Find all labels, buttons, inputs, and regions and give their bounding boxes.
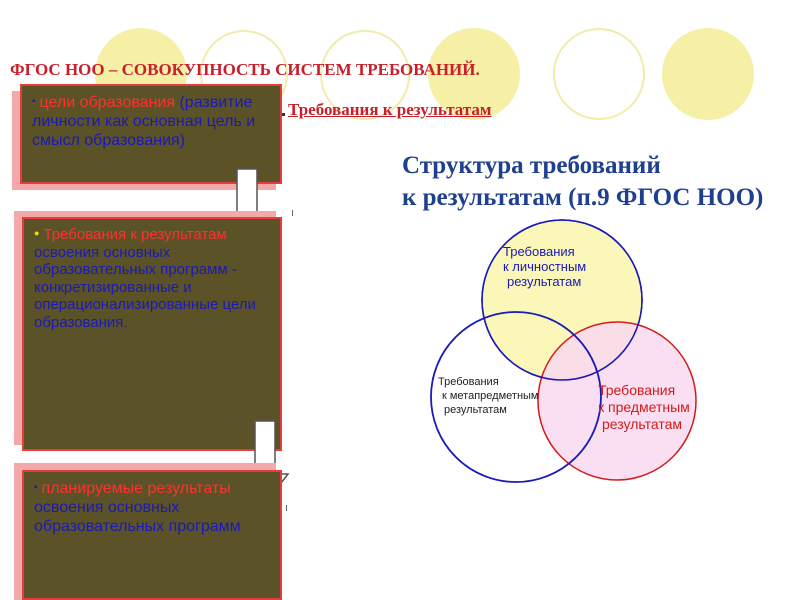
venn-diagram: [430, 219, 697, 483]
venn-label-personal-line3: результатам: [507, 274, 582, 289]
venn-label-subject-line2: к предметным: [598, 399, 690, 415]
venn-label-personal-line1: Требования: [503, 244, 575, 259]
edge-tick-2: [286, 505, 287, 511]
goals-box-text: (развитие личности как основная цель и с…: [32, 94, 256, 149]
structure-title-line1: Структура требований: [402, 152, 661, 179]
requirements-box-text: освоения основных образовательных програ…: [34, 243, 256, 331]
decor-circle-3: [320, 30, 410, 120]
decor-circle-5: [553, 28, 645, 120]
venn-label-personal-line2: к личностным: [503, 259, 587, 274]
venn-label-subject-line3: результатам: [602, 416, 682, 432]
structure-title: Структура требований к результатам (п.9 …: [402, 150, 792, 214]
structure-title-line2: к результатам (п.9 ФГОС НОО): [402, 184, 764, 211]
decor-circle-4: [428, 28, 520, 120]
goals-box-lead: цели образования: [39, 94, 176, 111]
edge-tick-1: [292, 210, 293, 216]
requirements-results-link[interactable]: Требования к результатам: [288, 100, 492, 119]
venn-label-metasubject-line1: Требования: [438, 376, 499, 388]
venn-circle-subject: [537, 321, 697, 481]
venn-circle-personal-outline: [481, 219, 643, 381]
venn-label-personal: Требования к личностным результатам: [503, 244, 586, 289]
goals-box: ▪цели образования (развитие личности как…: [20, 84, 282, 184]
requirements-box-lead: Требования к результатам: [43, 226, 227, 243]
planned-results-box: ▪планируемые результаты освоения основны…: [22, 470, 282, 600]
venn-label-metasubject-line2: к метапредметным: [442, 390, 539, 402]
planned-results-lead: планируемые результаты: [41, 480, 231, 497]
decor-circle-6: [662, 28, 754, 120]
link-bullet-dot: [282, 113, 285, 116]
goals-box-bullet: ▪: [32, 96, 36, 107]
requirements-box-bullet: ●: [34, 228, 40, 238]
planned-results-text: освоения основных образовательных програ…: [34, 499, 241, 535]
venn-label-subject: Требования к предметным результатам: [598, 382, 690, 433]
venn-label-metasubject-line3: результатам: [444, 404, 507, 416]
planned-results-bullet: ▪: [34, 482, 38, 493]
venn-circle-metasubject: [430, 311, 602, 483]
requirements-box: ●Требования к результатам освоения основ…: [22, 217, 282, 451]
venn-label-subject-line1: Требования: [598, 382, 676, 398]
main-title: ФГОС НОО – СОВОКУПНОСТЬ СИСТЕМ ТРЕБОВАНИ…: [10, 60, 480, 79]
venn-label-metasubject: Требования к метапредметным результатам: [438, 375, 538, 417]
